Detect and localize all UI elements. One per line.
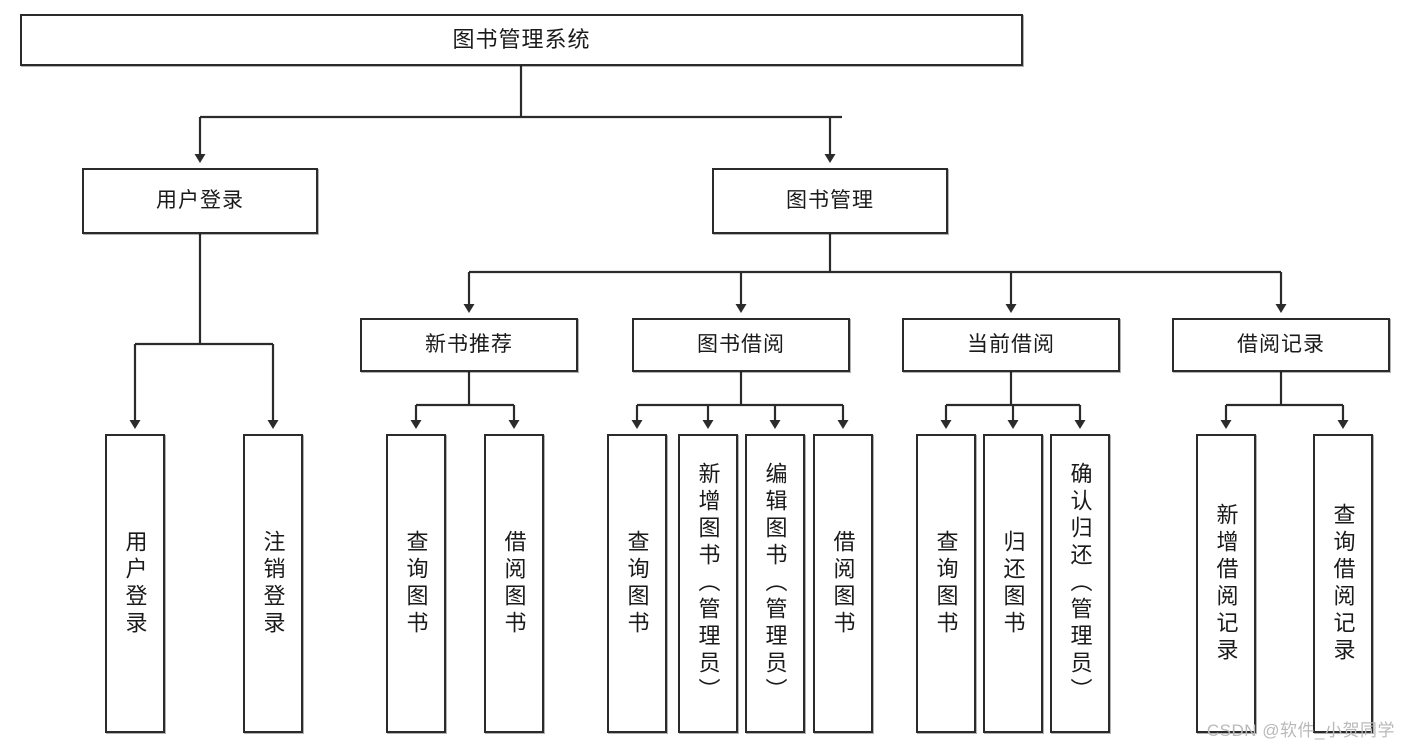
node-leaf-query-book-1-label: 查询图书 xyxy=(403,529,429,638)
node-book-borrow[interactable]: 图书借阅 xyxy=(632,318,850,372)
node-leaf-logout[interactable]: 注销登录 xyxy=(243,434,303,733)
node-leaf-query-book-1[interactable]: 查询图书 xyxy=(386,434,446,733)
edge-group-book-manage xyxy=(463,234,1287,313)
node-leaf-borrow-book-1-label: 借阅图书 xyxy=(501,529,527,638)
node-borrow-record-label: 借阅记录 xyxy=(1237,333,1325,357)
node-current-borrow-label: 当前借阅 xyxy=(967,333,1055,357)
node-leaf-borrow-book-2[interactable]: 借阅图书 xyxy=(813,434,873,733)
node-user-login-label: 用户登录 xyxy=(156,189,244,213)
node-current-borrow[interactable]: 当前借阅 xyxy=(902,318,1120,372)
node-book-manage[interactable]: 图书管理 xyxy=(712,168,948,234)
edge-group-root xyxy=(194,66,842,163)
edge-group-new-book-rec xyxy=(410,372,520,429)
node-leaf-return-book[interactable]: 归还图书 xyxy=(983,434,1043,733)
node-root[interactable]: 图书管理系统 xyxy=(20,14,1023,66)
node-leaf-query-record-label: 查询借阅记录 xyxy=(1330,502,1356,665)
node-leaf-return-book-label: 归还图书 xyxy=(1000,529,1026,638)
node-leaf-logout-label: 注销登录 xyxy=(260,529,286,638)
node-leaf-add-book-label: 新增图书（管理员） xyxy=(695,462,721,705)
edge-group-book-borrow xyxy=(631,372,849,429)
node-leaf-query-book-3-label: 查询图书 xyxy=(933,529,959,638)
node-leaf-edit-book-label: 编辑图书（管理员） xyxy=(762,462,788,705)
edge-group-current-borrow xyxy=(940,372,1086,429)
node-leaf-add-record-label: 新增借阅记录 xyxy=(1213,502,1239,665)
node-leaf-add-record[interactable]: 新增借阅记录 xyxy=(1196,434,1256,733)
node-leaf-user-login[interactable]: 用户登录 xyxy=(105,434,165,733)
node-leaf-query-book-3[interactable]: 查询图书 xyxy=(916,434,976,733)
node-borrow-record[interactable]: 借阅记录 xyxy=(1172,318,1390,372)
node-new-book-rec-label: 新书推荐 xyxy=(425,333,513,357)
node-leaf-confirm-return-label: 确认归还（管理员） xyxy=(1067,462,1093,705)
node-leaf-borrow-book-2-label: 借阅图书 xyxy=(830,529,856,638)
node-leaf-edit-book[interactable]: 编辑图书（管理员） xyxy=(745,434,805,733)
node-leaf-add-book[interactable]: 新增图书（管理员） xyxy=(678,434,738,733)
node-leaf-query-record[interactable]: 查询借阅记录 xyxy=(1313,434,1373,733)
node-root-label: 图书管理系统 xyxy=(452,26,591,52)
node-book-borrow-label: 图书借阅 xyxy=(697,333,785,357)
watermark-text: CSDN @软件_小贺同学 xyxy=(1206,721,1395,740)
node-leaf-confirm-return[interactable]: 确认归还（管理员） xyxy=(1050,434,1110,733)
node-new-book-rec[interactable]: 新书推荐 xyxy=(360,318,578,372)
node-book-manage-label: 图书管理 xyxy=(786,189,874,213)
node-leaf-borrow-book-1[interactable]: 借阅图书 xyxy=(484,434,544,733)
node-user-login[interactable]: 用户登录 xyxy=(82,168,318,234)
node-leaf-user-login-label: 用户登录 xyxy=(122,529,148,638)
edge-group-borrow-record xyxy=(1220,372,1349,429)
edge-group-user-login xyxy=(129,234,279,429)
node-leaf-query-book-2[interactable]: 查询图书 xyxy=(607,434,667,733)
node-leaf-query-book-2-label: 查询图书 xyxy=(624,529,650,638)
